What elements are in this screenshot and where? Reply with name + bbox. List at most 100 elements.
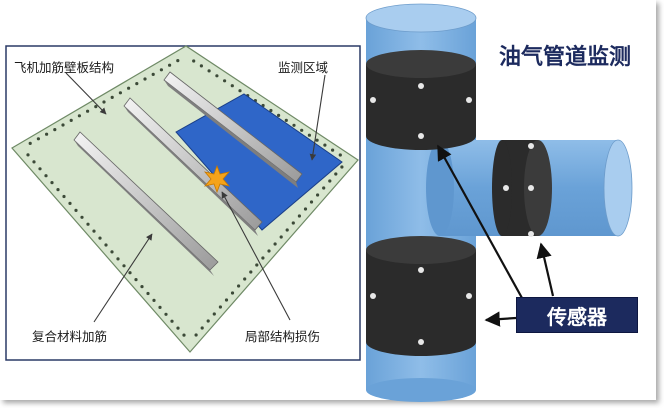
rivet-hole — [74, 208, 78, 212]
rivet-hole — [68, 201, 72, 205]
rivet-hole — [38, 167, 42, 171]
rivet-hole — [192, 59, 196, 63]
rivet-hole — [334, 172, 338, 176]
rivet-hole — [291, 221, 295, 225]
rivet-hole — [331, 148, 335, 152]
rivet-hole — [328, 179, 332, 183]
rivet-hole — [194, 333, 198, 337]
rivet-hole — [322, 186, 326, 190]
rivet-hole — [110, 95, 114, 99]
rivet-hole — [104, 243, 108, 247]
rivet-hole — [285, 228, 289, 232]
rivet-hole — [340, 165, 344, 169]
rivet-hole — [86, 109, 90, 113]
rivet-hole — [135, 82, 139, 86]
label-composite-stiffener: 复合材料加筋 — [32, 329, 108, 344]
left-panel-border — [5, 45, 361, 361]
rivet-hole — [279, 235, 283, 239]
rivet-hole — [45, 132, 49, 136]
rivet-hole — [176, 326, 180, 330]
rivet-hole — [230, 84, 234, 88]
sensor-dots — [370, 83, 534, 345]
rivet-hole — [118, 91, 122, 95]
rivet-hole — [224, 298, 229, 302]
rivet-hole — [159, 68, 163, 72]
rivet-hole — [323, 143, 327, 147]
rivet-hole — [237, 284, 241, 288]
rivet-hole — [307, 133, 311, 137]
left-leader-lines — [65, 72, 326, 323]
rivet-hole — [249, 270, 253, 274]
rivet-hole — [200, 326, 204, 330]
rivet-hole — [284, 118, 288, 122]
rivet-hole — [36, 137, 41, 141]
rivet-hole — [223, 79, 227, 83]
rivet-hole — [44, 174, 48, 178]
rivet-hole — [207, 69, 211, 73]
rivet-hole — [62, 194, 66, 199]
rivet-hole — [170, 319, 174, 323]
rivet-hole — [273, 242, 277, 246]
rivet-hole — [146, 291, 150, 296]
rivet-hole — [199, 64, 203, 68]
rivet-hole — [53, 128, 57, 132]
rivet-hole — [300, 128, 304, 132]
rivet-hole — [176, 59, 180, 63]
rivet-hole — [69, 118, 73, 122]
rivet-hole — [128, 271, 132, 275]
rivet-hole — [297, 214, 301, 218]
rivet-hole — [315, 138, 319, 142]
rivet-hole — [102, 100, 106, 104]
sensor-arrows — [437, 144, 555, 327]
rivet-hole — [61, 123, 65, 127]
rivet-hole — [158, 305, 162, 309]
rivet-hole — [292, 123, 296, 127]
rivet-hole — [110, 250, 114, 254]
rivet-hole — [152, 298, 156, 302]
rivet-hole — [86, 222, 90, 226]
rivet-hole — [269, 108, 273, 113]
rivet-hole — [261, 256, 265, 260]
rivet-hole — [267, 249, 271, 253]
rivet-hole — [77, 114, 81, 118]
rivet-hole — [182, 333, 186, 337]
rivet-hole — [164, 312, 168, 316]
rivet-hole — [92, 229, 96, 233]
label-stiffened-panel: 飞机加筋壁板结构 — [14, 60, 115, 75]
rivet-hole — [50, 181, 54, 185]
rivet-hole — [140, 285, 144, 289]
plate-rivet-holes — [26, 59, 344, 337]
rivet-hole — [230, 291, 235, 295]
rivet-hole — [255, 263, 259, 267]
rivet-hole — [338, 153, 342, 157]
rivet-hole — [28, 141, 32, 145]
rivet-hole — [151, 72, 155, 76]
damage-star-icon — [203, 164, 231, 194]
rivet-hole — [238, 89, 242, 93]
rivet-hole — [116, 257, 120, 261]
rivet-hole — [316, 193, 320, 197]
rivet-hole — [26, 153, 30, 157]
rivet-hole — [134, 278, 138, 282]
rivet-hole — [122, 264, 126, 268]
rivet-hole — [303, 207, 308, 211]
sensor-band-horizontal — [492, 140, 552, 236]
sensor-band-bottom — [366, 236, 476, 356]
label-local-damage: 局部结构损伤 — [245, 329, 321, 344]
pipeline-title: 油气管道监测 — [477, 36, 653, 74]
label-monitor-area: 监测区域 — [278, 60, 329, 75]
rivet-hole — [80, 215, 84, 219]
rivet-hole — [98, 236, 102, 240]
rivet-hole — [215, 74, 219, 78]
rivet-hole — [94, 105, 98, 109]
rivet-hole — [56, 188, 60, 192]
rivet-hole — [212, 312, 216, 316]
rivet-hole — [309, 200, 314, 204]
rivet-hole — [143, 77, 147, 81]
rivet-hole — [32, 160, 36, 164]
sensor-label-box: 传感器 — [516, 297, 638, 333]
rivet-hole — [127, 86, 131, 90]
rivet-hole — [243, 277, 247, 281]
rivet-hole — [277, 113, 281, 117]
